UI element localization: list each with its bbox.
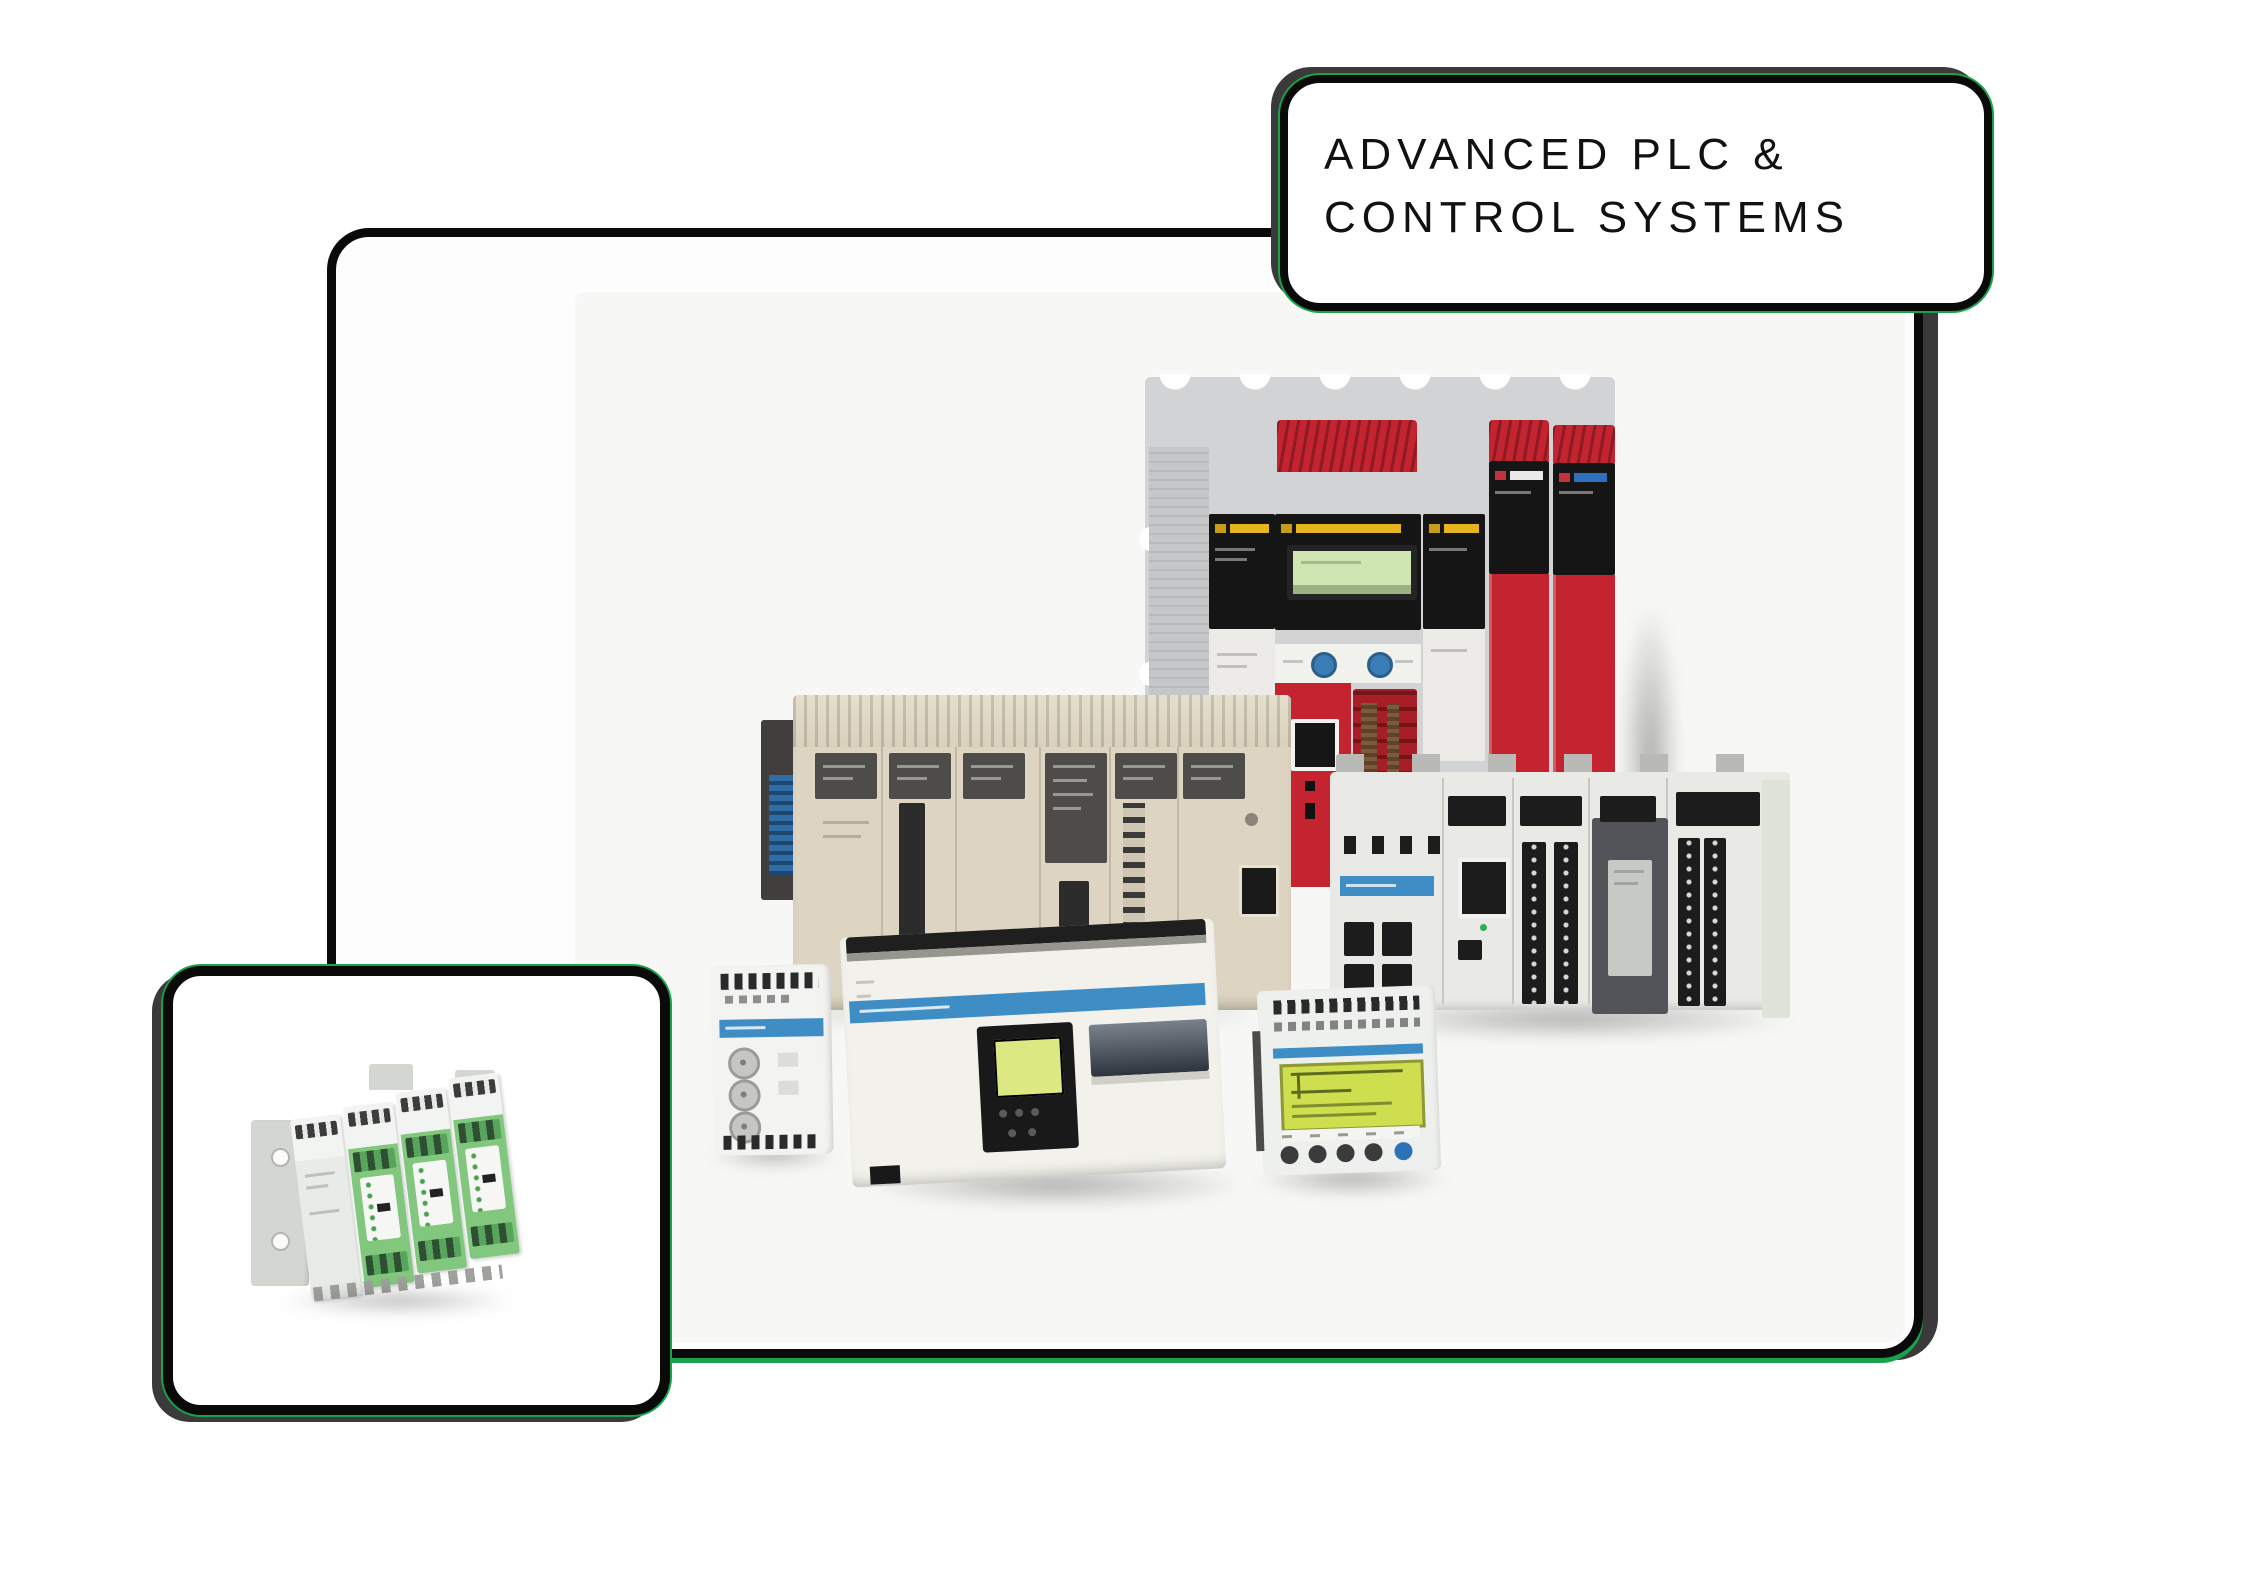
io-slot-strip	[1123, 803, 1145, 943]
dial	[727, 1047, 761, 1080]
ethernet-port	[1291, 719, 1339, 771]
heatsink-fins	[1277, 420, 1417, 472]
memory-slot	[1059, 881, 1089, 927]
mounting-notches	[1153, 374, 1605, 404]
connector-top	[1676, 792, 1760, 826]
title-banner: ADVANCED PLC & CONTROL SYSTEMS	[1280, 75, 1992, 311]
module-label-plate	[1045, 753, 1107, 863]
cpu-lcd-display	[1287, 545, 1417, 600]
compact-plc	[839, 918, 1227, 1188]
vent-squares	[1344, 836, 1448, 854]
key-switch-strip	[1275, 644, 1421, 683]
relay-button	[1336, 1143, 1355, 1163]
vent-slots	[793, 695, 1291, 747]
terminal-strip	[1678, 838, 1700, 1006]
module-label-plate	[815, 753, 877, 799]
dial	[728, 1079, 761, 1112]
timer-relay	[710, 963, 834, 1157]
module-label-plate	[889, 753, 951, 799]
terminal-row	[723, 1134, 822, 1150]
blue-label-bar	[1272, 1043, 1424, 1059]
relay-body	[1252, 984, 1442, 1177]
module-label-plate	[963, 753, 1025, 799]
terminal-row	[720, 972, 819, 990]
controller-body	[839, 918, 1227, 1188]
relay-button	[1308, 1144, 1327, 1164]
connector-top	[1448, 796, 1506, 826]
terminal-strip	[1522, 842, 1546, 1004]
terminal-row	[1273, 995, 1420, 1015]
blue-label-stripe	[1340, 876, 1434, 896]
io-module-black	[1423, 472, 1487, 802]
bracket-tab	[369, 1064, 413, 1090]
plc-photo-collage	[340, 240, 1910, 1344]
module-label-plate	[1115, 753, 1177, 799]
terminal-strip	[1554, 842, 1578, 1004]
relay-button	[1364, 1142, 1383, 1162]
rack-body	[1330, 772, 1790, 1018]
banner-title-line2: CONTROL SYSTEMS	[1324, 193, 1850, 242]
key-switch	[1311, 652, 1337, 678]
io-module-red	[1553, 425, 1615, 887]
status-led	[1480, 924, 1487, 931]
terminal-strip	[1704, 838, 1726, 1006]
end-cap	[1762, 780, 1790, 1018]
smart-relay	[1252, 984, 1442, 1177]
card-connector	[769, 775, 795, 875]
relay-lcd	[1279, 1059, 1426, 1133]
module-label-plate	[1183, 753, 1245, 799]
blue-label-stripe	[849, 982, 1206, 1024]
ethernet-port	[1239, 865, 1279, 917]
key-switch	[1367, 652, 1393, 678]
recessed-slot	[1088, 1018, 1210, 1077]
round-port	[1245, 813, 1258, 826]
module-photo-card	[163, 966, 670, 1415]
relay-body	[710, 963, 834, 1157]
blue-label-stripe	[719, 1018, 824, 1038]
control-panel	[976, 1021, 1080, 1153]
relay-button	[1280, 1145, 1299, 1165]
connector-top	[1520, 796, 1582, 826]
banner-title-line1: ADVANCED PLC &	[1324, 130, 1789, 179]
ethernet-port	[1458, 858, 1510, 918]
shadow-blob	[277, 1288, 517, 1314]
io-module-set	[251, 1064, 541, 1324]
relay-button	[1394, 1141, 1413, 1161]
expansion-module	[1592, 796, 1668, 1014]
mini-display	[993, 1036, 1065, 1098]
plc-rack-white	[1330, 754, 1790, 1018]
